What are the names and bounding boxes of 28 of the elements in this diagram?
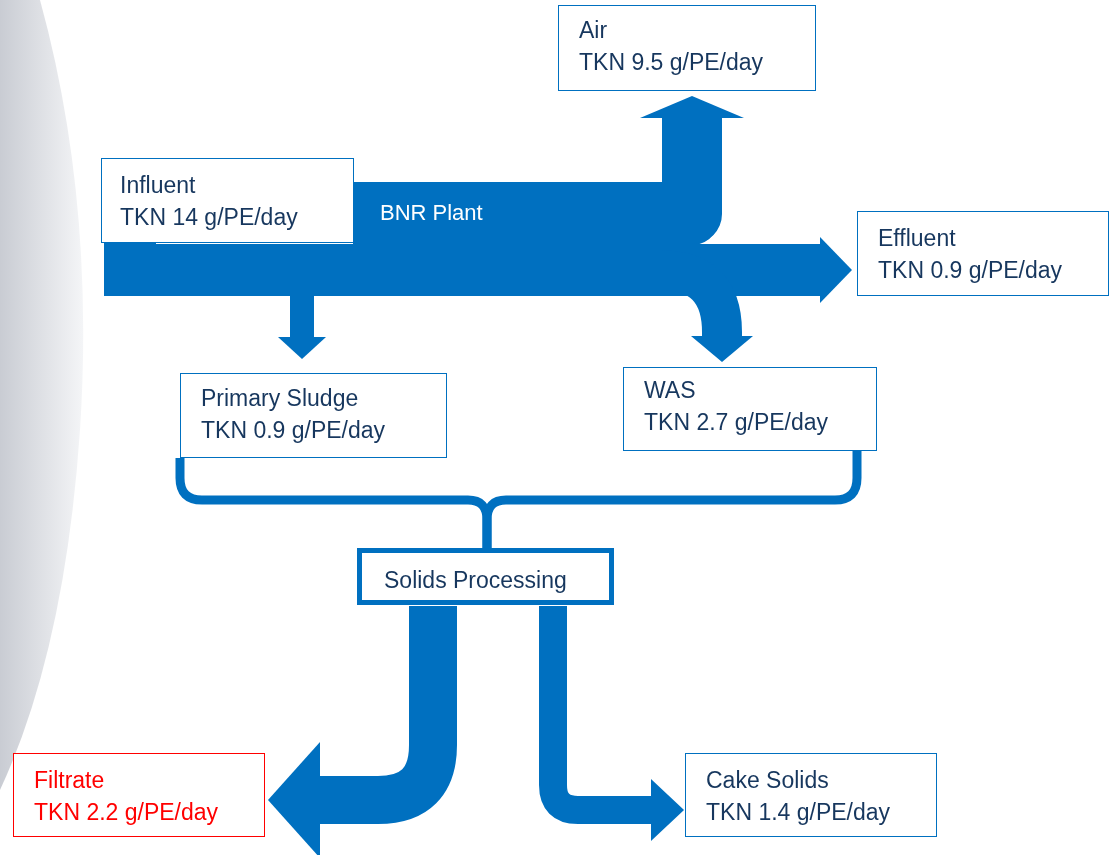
node-title: Solids Processing bbox=[384, 566, 568, 595]
node-title: Primary Sludge bbox=[201, 384, 360, 413]
flow-box bbox=[13, 753, 265, 837]
node-title: Filtrate bbox=[34, 766, 106, 795]
node-value: TKN 14 g/PE/day bbox=[120, 203, 299, 232]
flow-arrow bbox=[268, 606, 457, 855]
connector-line bbox=[482, 451, 862, 548]
flow-arrow bbox=[539, 606, 684, 841]
node-value: TKN 0.9 g/PE/day bbox=[878, 256, 1064, 285]
flow-box bbox=[685, 753, 937, 837]
node-title: WAS bbox=[644, 376, 697, 405]
flow-box bbox=[558, 5, 816, 91]
flow-box bbox=[180, 373, 447, 458]
flow-box bbox=[101, 158, 354, 243]
node-value: TKN 9.5 g/PE/day bbox=[579, 48, 765, 77]
process-box bbox=[357, 548, 614, 605]
node-value: TKN 2.7 g/PE/day bbox=[644, 408, 830, 437]
flow-box bbox=[857, 211, 1109, 296]
node-title: Air bbox=[579, 16, 609, 45]
node-title: Influent bbox=[120, 171, 197, 200]
node-title: Cake Solids bbox=[706, 766, 830, 795]
node-title: Effluent bbox=[878, 224, 957, 253]
node-value: TKN 0.9 g/PE/day bbox=[201, 416, 387, 445]
node-value: TKN 1.4 g/PE/day bbox=[706, 798, 892, 827]
band-label: BNR Plant bbox=[380, 200, 483, 226]
flow-box bbox=[623, 367, 877, 451]
flow-arrow bbox=[104, 237, 852, 303]
node-value: TKN 2.2 g/PE/day bbox=[34, 798, 220, 827]
